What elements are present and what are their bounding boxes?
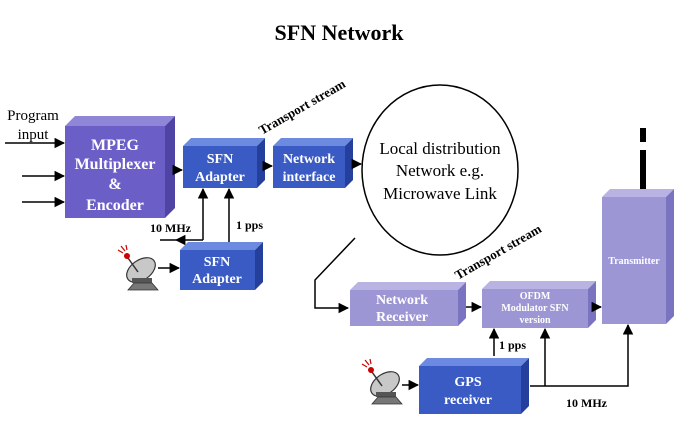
local-distribution-network-ellipse: Local distribution Network e.g. Microwav… <box>361 84 519 256</box>
svg-text:Receiver: Receiver <box>376 310 428 325</box>
program-input-label: Program input <box>7 108 59 143</box>
ofdm-modulator-box: OFDM Modulator SFN version <box>482 281 596 328</box>
svg-text:Adapter: Adapter <box>195 170 245 185</box>
10mhz-label-right: 10 MHz <box>566 396 608 410</box>
svg-text:Network: Network <box>283 152 335 167</box>
svg-text:Multiplexer: Multiplexer <box>75 156 156 173</box>
1pps-label-left: 1 pps <box>236 218 263 232</box>
svg-text:input: input <box>18 127 50 143</box>
gps-10mhz-to-transmitter <box>530 323 634 387</box>
svg-text:SFN: SFN <box>207 152 233 167</box>
satellite-dish-icon <box>117 244 159 291</box>
1pps-label-right: 1 pps <box>499 338 526 352</box>
svg-text:Program: Program <box>7 108 59 124</box>
page-title: SFN Network <box>275 20 405 45</box>
transmitter-box: Transmitter <box>602 189 674 324</box>
svg-text:Network e.g.: Network e.g. <box>396 161 484 180</box>
sfn-adapter-bottom-box: SFN Adapter <box>180 242 263 290</box>
svg-text:receiver: receiver <box>444 393 492 408</box>
svg-text:Transmitter: Transmitter <box>608 256 660 267</box>
svg-text:Local distribution: Local distribution <box>379 139 501 158</box>
svg-text:OFDM: OFDM <box>520 291 551 302</box>
svg-text:version: version <box>519 315 551 326</box>
network-receiver-box: Network Receiver <box>350 282 466 326</box>
svg-text:Encoder: Encoder <box>86 197 144 214</box>
svg-text:Network: Network <box>376 293 428 308</box>
svg-text:GPS: GPS <box>454 375 481 390</box>
sfn-adapter-top-box: SFN Adapter <box>183 138 265 188</box>
gps-receiver-box: GPS receiver <box>419 358 529 414</box>
svg-text:Modulator SFN: Modulator SFN <box>501 303 569 314</box>
antenna-icon <box>640 128 646 195</box>
10mhz-label-left: 10 MHz <box>150 221 192 235</box>
svg-text:SFN: SFN <box>204 255 230 270</box>
svg-text:Adapter: Adapter <box>192 272 242 287</box>
mpeg-multiplexer-encoder-box: MPEG Multiplexer & Encoder <box>65 116 175 218</box>
transport-stream-label-top: Transport stream <box>256 76 348 138</box>
microwave-link-path <box>314 237 356 314</box>
svg-text:MPEG: MPEG <box>91 137 140 154</box>
svg-text:interface: interface <box>283 170 336 185</box>
svg-text:&: & <box>108 176 121 193</box>
network-interface-box: Network interface <box>273 138 353 188</box>
svg-text:Microwave Link: Microwave Link <box>383 184 497 203</box>
satellite-dish-icon-right <box>361 358 403 405</box>
